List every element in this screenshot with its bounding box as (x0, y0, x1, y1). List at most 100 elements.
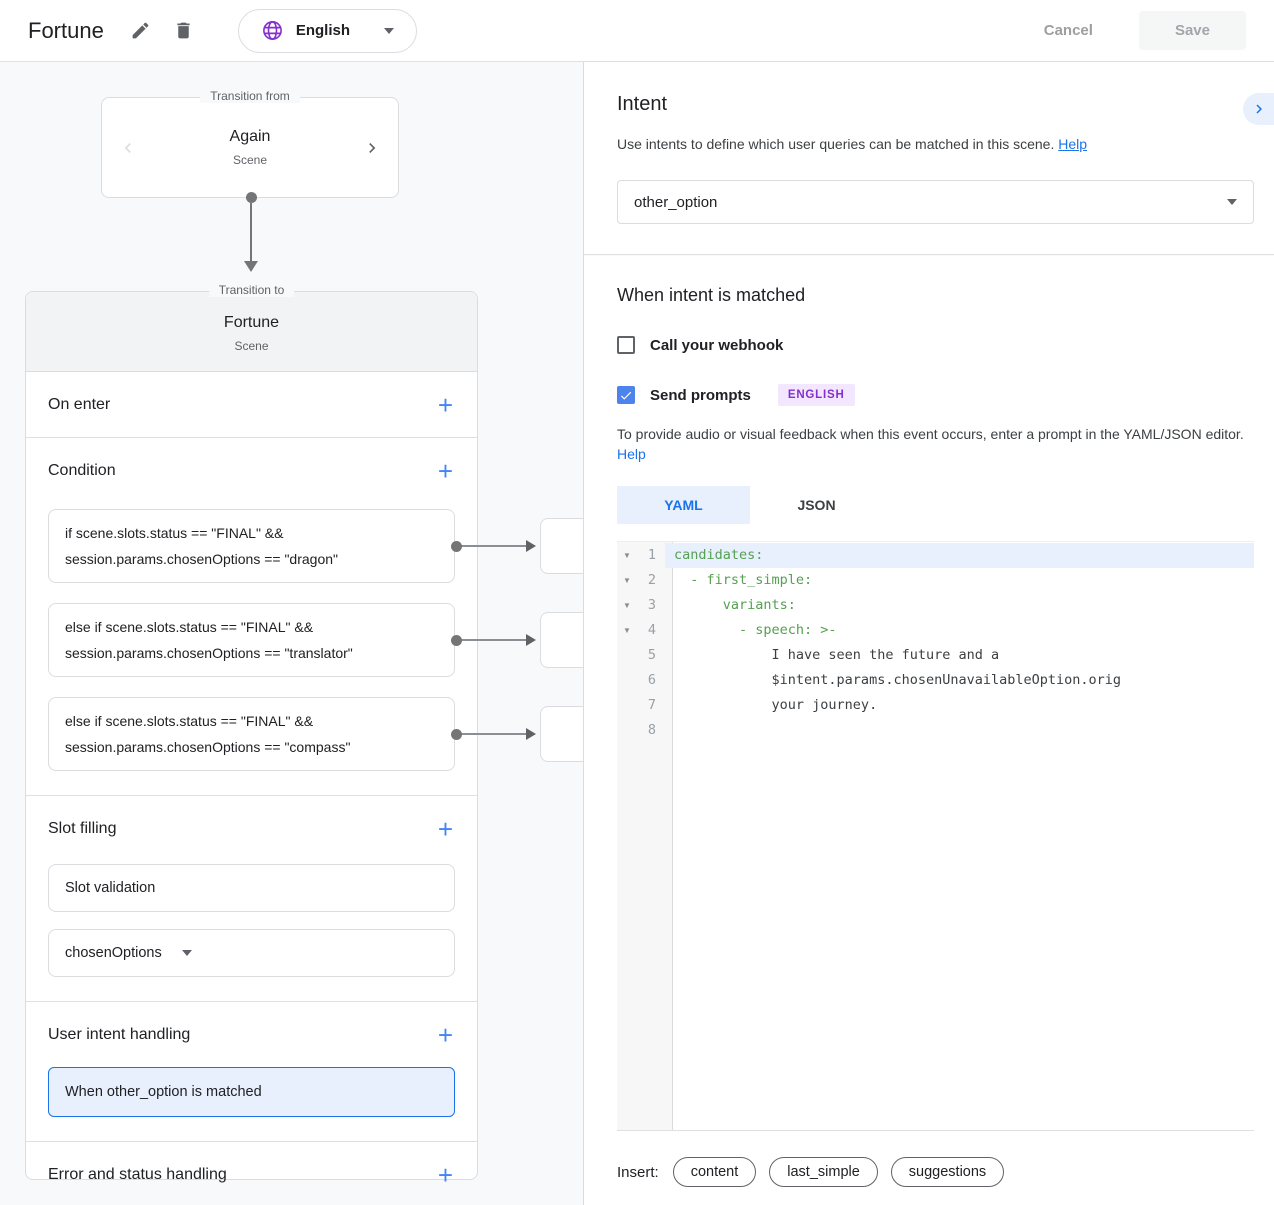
line-number: 7 (647, 697, 656, 713)
when-matched-title: When intent is matched (617, 285, 806, 305)
intent-select-value: other_option (634, 193, 718, 211)
arrow-origin-dot (245, 192, 257, 203)
insert-chips: content last_simple suggestions (672, 1157, 1018, 1187)
tab-json[interactable]: JSON (797, 497, 836, 513)
section-condition: Condition + if scene.slots.status == "FI… (26, 438, 477, 796)
insert-chip-content[interactable]: content (672, 1157, 757, 1187)
send-prompts-checkbox[interactable] (617, 386, 635, 404)
connector-arrow-icon (526, 728, 536, 740)
chevron-right-icon (369, 142, 376, 153)
intent-help-link[interactable]: Help (1058, 136, 1088, 152)
arrow-head-icon (244, 261, 258, 272)
add-error-handler-button[interactable]: + (437, 1160, 453, 1190)
to-scene-type: Scene (234, 339, 269, 353)
when-matched-section: When intent is matched Call your webhook… (584, 255, 1274, 1187)
condition-box[interactable]: if scene.slots.status == "FINAL" && sess… (48, 509, 455, 583)
transition-target-box (540, 612, 583, 668)
add-condition-button[interactable]: + (437, 456, 453, 486)
chevron-down-icon (384, 27, 394, 34)
line-number: 3 (647, 597, 656, 613)
prompts-help-link[interactable]: Help (617, 446, 646, 462)
collapse-panel-button[interactable] (1243, 93, 1274, 125)
language-label: English (295, 22, 350, 39)
page-title: Fortune (28, 17, 104, 43)
globe-icon (262, 21, 282, 40)
chevron-right-icon (1256, 104, 1262, 114)
insert-chip-suggestions[interactable]: suggestions (890, 1157, 1005, 1187)
intent-select[interactable]: other_option (617, 180, 1254, 224)
code-text: - first_simple: (674, 572, 813, 588)
editor-line[interactable]: ▼4 - speech: >- (617, 618, 1254, 643)
add-intent-handler-button[interactable]: + (437, 1020, 453, 1050)
intent-handler-box-selected[interactable]: When other_option is matched (48, 1067, 455, 1117)
editor-line[interactable]: 5 I have seen the future and a (617, 643, 1254, 668)
editor-tabs: YAML JSON (617, 486, 1254, 524)
chevron-down-icon (1227, 199, 1237, 205)
delete-scene-button[interactable] (169, 16, 198, 45)
insert-chip-last_simple[interactable]: last_simple (769, 1157, 878, 1187)
slot-name-box[interactable]: chosenOptions (48, 929, 455, 977)
webhook-row: Call your webhook (617, 336, 1254, 354)
code-text: your journey. (674, 697, 878, 713)
insert-row: Insert: content last_simple suggestions (617, 1157, 1254, 1187)
condition-box[interactable]: else if scene.slots.status == "FINAL" &&… (48, 697, 455, 771)
tab-yaml[interactable]: YAML (617, 486, 750, 524)
fold-toggle-icon[interactable]: ▼ (623, 551, 631, 560)
prev-scene-button[interactable] (116, 136, 140, 160)
code-text (665, 718, 1254, 743)
call-webhook-checkbox[interactable] (617, 336, 635, 354)
from-scene-type: Scene (232, 153, 268, 167)
condition-box[interactable]: else if scene.slots.status == "FINAL" &&… (48, 603, 455, 677)
save-button[interactable]: Save (1138, 11, 1246, 50)
editor-line[interactable]: 7 your journey. (617, 693, 1254, 718)
slot-filling-label: Slot filling (48, 820, 117, 837)
send-prompts-label: Send prompts (650, 386, 751, 404)
insert-label: Insert: (617, 1163, 659, 1181)
section-user-intent-handling: User intent handling + When other_option… (26, 1002, 477, 1142)
fold-spacer (617, 643, 637, 668)
line-number: 8 (647, 722, 656, 738)
transition-from-card[interactable]: Transition from Again Scene (101, 89, 399, 198)
language-selector[interactable]: English (237, 8, 417, 53)
add-slot-button[interactable]: + (437, 814, 453, 844)
code-text: variants: (674, 597, 796, 613)
line-number: 6 (647, 672, 656, 688)
chevron-left-icon (124, 142, 131, 153)
scene-card-header[interactable]: Fortune Scene (26, 292, 477, 372)
intent-title: Intent (617, 93, 668, 115)
code-text: I have seen the future and a (674, 647, 1000, 663)
editor-line[interactable]: 8 (617, 718, 1254, 743)
add-on-enter-button[interactable]: + (437, 389, 453, 420)
next-scene-button[interactable] (360, 136, 384, 160)
panel-divider (584, 254, 1274, 255)
on-enter-label: On enter (48, 395, 111, 413)
pencil-icon (132, 22, 149, 39)
prompts-description: To provide audio or visual feedback when… (617, 426, 1244, 462)
slot-validation-box[interactable]: Slot validation (48, 864, 455, 912)
fold-toggle-icon[interactable]: ▼ (623, 601, 631, 610)
chevron-down-icon (181, 950, 192, 956)
fold-toggle-icon[interactable]: ▼ (623, 576, 631, 585)
language-badge: ENGLISH (777, 384, 855, 406)
condition-list: if scene.slots.status == "FINAL" && sess… (48, 509, 455, 771)
code-text: candidates: (665, 543, 1254, 568)
editor-line[interactable]: ▼2 - first_simple: (617, 568, 1254, 593)
transition-from-legend: Transition from (200, 89, 300, 103)
connector-arrow-icon (526, 540, 536, 552)
connector-line (456, 545, 528, 547)
slot-validation-label: Slot validation (65, 880, 156, 896)
trash-icon (177, 22, 190, 39)
edit-title-button[interactable] (126, 16, 155, 45)
editor-line[interactable]: ▼ 3 variants: (617, 593, 1254, 618)
fold-spacer (617, 693, 637, 718)
section-slot-filling: Slot filling + Slot validation chosenOpt… (26, 796, 477, 1002)
fold-toggle-icon[interactable]: ▼ (623, 626, 631, 635)
cancel-button[interactable]: Cancel (1038, 21, 1099, 40)
from-scene-name: Again (229, 128, 271, 145)
editor-line[interactable]: 6 $intent.params.chosenUnavailableOption… (617, 668, 1254, 693)
fold-spacer (617, 718, 637, 743)
transition-arrow (240, 192, 262, 272)
transition-target-box (540, 706, 583, 762)
